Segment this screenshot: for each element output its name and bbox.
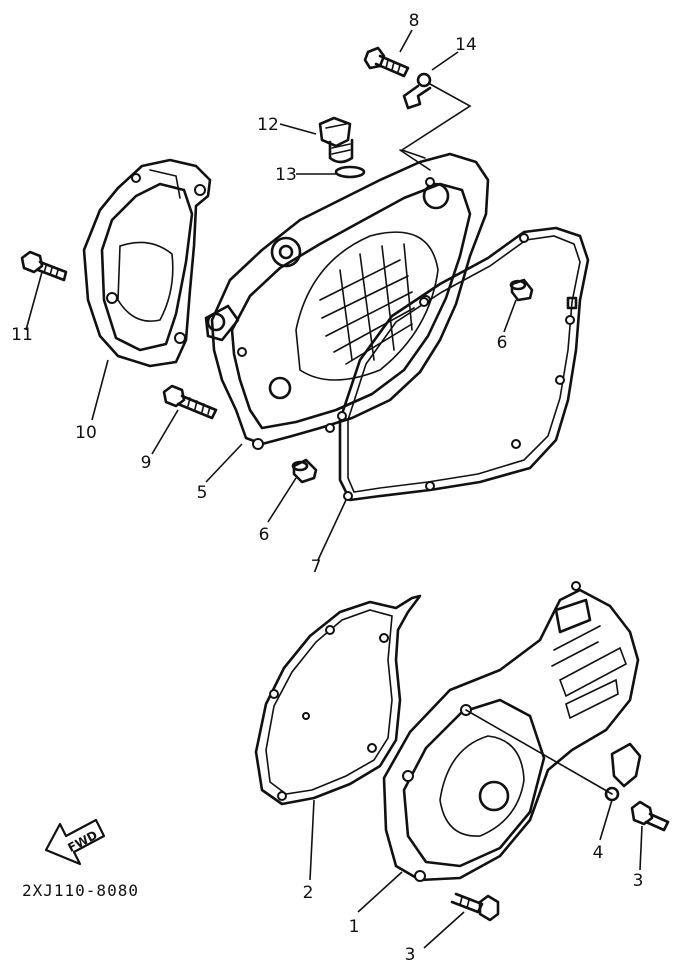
part-1-generator-cover xyxy=(382,581,640,882)
fwd-label: FWD xyxy=(65,828,99,855)
part-9-bolt xyxy=(162,384,218,420)
callout-14: 14 xyxy=(455,35,477,55)
fwd-direction-arrow: FWD xyxy=(44,818,106,866)
part-12-filler-plug xyxy=(318,116,354,164)
callout-3-right: 3 xyxy=(633,871,644,891)
callout-4: 4 xyxy=(593,843,604,863)
part-3-bolt-right xyxy=(630,800,670,832)
callout-8: 8 xyxy=(409,11,420,31)
part-10-small-cover xyxy=(82,158,212,368)
diagram-code: 2XJ110-8080 xyxy=(22,881,139,900)
part-5-crankcase-cover xyxy=(204,149,490,450)
callout-12: 12 xyxy=(257,115,279,135)
callout-2: 2 xyxy=(303,883,314,903)
callout-3-bottom: 3 xyxy=(405,945,416,965)
part-7-gasket xyxy=(337,226,590,502)
callout-10: 10 xyxy=(75,423,97,443)
part-14-clamp xyxy=(400,72,472,159)
callout-5: 5 xyxy=(197,483,208,503)
callout-6-upper: 6 xyxy=(497,333,508,353)
part-4-clamp xyxy=(604,742,642,802)
callout-6-lower: 6 xyxy=(259,525,270,545)
part-6-dowel-pin-upper xyxy=(509,278,534,302)
part-2-gasket xyxy=(254,594,422,806)
callout-11: 11 xyxy=(11,325,33,345)
part-6-dowel-pin-lower xyxy=(291,458,318,484)
callout-7: 7 xyxy=(311,557,322,577)
part-8-bolt xyxy=(363,46,410,78)
part-11-bolt xyxy=(20,250,68,282)
callout-13: 13 xyxy=(275,165,297,185)
callout-1: 1 xyxy=(349,917,360,937)
part-13-o-ring xyxy=(334,165,366,179)
callout-9: 9 xyxy=(141,453,152,473)
leader-lines xyxy=(25,29,643,949)
part-3-bolt-bottom xyxy=(450,892,500,922)
callout-labels: 8 14 12 13 11 6 10 9 5 6 7 4 3 2 1 3 xyxy=(11,11,643,965)
